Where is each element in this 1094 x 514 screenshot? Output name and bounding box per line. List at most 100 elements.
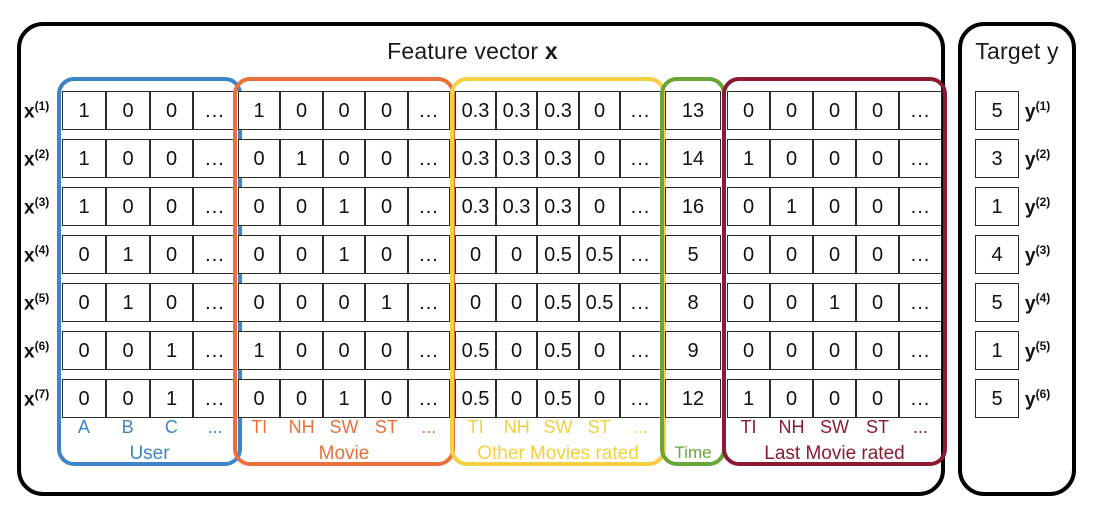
cell-user-r3-c1: 1 bbox=[62, 187, 106, 226]
target-title: Target y bbox=[975, 38, 1059, 64]
cell-other-movies-rated-r6-c4: 0 bbox=[579, 331, 620, 370]
feature-vector-symbol: x bbox=[544, 38, 558, 64]
cell-other-movies-rated-r3-c1: 0.3 bbox=[455, 187, 496, 226]
cell-movie-r1-c5: ... bbox=[408, 91, 450, 130]
cell-last-movie-rated-r1-c2: 0 bbox=[770, 91, 813, 130]
cell-user-r2-c2: 0 bbox=[106, 139, 150, 178]
cell-other-movies-rated-r1-c4: 0 bbox=[579, 91, 620, 130]
subhead-last-movie-rated-3: SW bbox=[820, 417, 849, 437]
target-label-superscript: (5) bbox=[1035, 338, 1051, 353]
cell-other-movies-rated-r7-c3: 0.5 bbox=[537, 379, 579, 418]
cell-movie-r2-c1: 0 bbox=[238, 139, 280, 178]
cell-user-r3-c2: 0 bbox=[106, 187, 150, 226]
cell-last-movie-rated-r7-c3: 0 bbox=[813, 379, 856, 418]
cell-movie-r3-c4: 0 bbox=[365, 187, 408, 226]
cell-other-movies-rated-r4-c1: 0 bbox=[455, 235, 496, 274]
row-label-superscript: (3) bbox=[34, 194, 50, 209]
target-label-3: y(2) bbox=[1025, 195, 1050, 219]
cell-movie-r3-c2: 0 bbox=[280, 187, 323, 226]
subhead-other-movies-rated-2: NH bbox=[503, 417, 530, 437]
cell-movie-r5-c2: 0 bbox=[280, 283, 323, 322]
cell-user-r2-c4: ... bbox=[193, 139, 237, 178]
target-label-base: y bbox=[1025, 388, 1036, 410]
target-label-base: y bbox=[1025, 100, 1036, 122]
subhead-last-movie-rated-2: NH bbox=[778, 417, 805, 437]
cell-time-r7-c1: 12 bbox=[665, 379, 721, 418]
row-label-base: x bbox=[24, 292, 35, 314]
cell-time-r1-c1: 13 bbox=[665, 91, 721, 130]
row-label-6: x(6) bbox=[24, 339, 64, 363]
group-name-movie: Movie bbox=[318, 443, 370, 464]
cell-movie-r1-c3: 0 bbox=[323, 91, 365, 130]
cell-last-movie-rated-r6-c1: 0 bbox=[727, 331, 770, 370]
cell-time-r3-c1: 16 bbox=[665, 187, 721, 226]
cell-user-r1-c1: 1 bbox=[62, 91, 106, 130]
cell-other-movies-rated-r5-c4: 0.5 bbox=[579, 283, 620, 322]
subhead-movie-1: TI bbox=[251, 417, 268, 437]
cell-user-r7-c4: ... bbox=[193, 379, 237, 418]
cell-user-r5-c4: ... bbox=[193, 283, 237, 322]
row-label-superscript: (6) bbox=[34, 338, 50, 353]
cell-user-r5-c1: 0 bbox=[62, 283, 106, 322]
feature-vector-title: Feature vector x bbox=[0, 38, 945, 65]
cell-other-movies-rated-r1-c3: 0.3 bbox=[537, 91, 579, 130]
row-label-superscript: (4) bbox=[34, 242, 50, 257]
target-label-superscript: (3) bbox=[1035, 242, 1051, 257]
cell-last-movie-rated-r7-c5: ... bbox=[899, 379, 942, 418]
row-label-base: x bbox=[24, 340, 35, 362]
cell-movie-r6-c5: ... bbox=[408, 331, 450, 370]
cell-user-r4-c4: ... bbox=[193, 235, 237, 274]
cell-other-movies-rated-r2-c2: 0.3 bbox=[496, 139, 537, 178]
subhead-other-movies-rated-5: ... bbox=[632, 417, 648, 437]
cell-user-r4-c3: 0 bbox=[150, 235, 193, 274]
group-name-user: User bbox=[129, 443, 170, 464]
cell-time-r4-c1: 5 bbox=[665, 235, 721, 274]
row-label-superscript: (1) bbox=[34, 98, 50, 113]
cell-last-movie-rated-r4-c3: 0 bbox=[813, 235, 856, 274]
cell-last-movie-rated-r3-c2: 1 bbox=[770, 187, 813, 226]
target-label-7: y(6) bbox=[1025, 387, 1050, 411]
cell-movie-r5-c3: 0 bbox=[323, 283, 365, 322]
row-label-superscript: (7) bbox=[34, 386, 50, 401]
target-label-superscript: (4) bbox=[1035, 290, 1051, 305]
cell-other-movies-rated-r7-c2: 0 bbox=[496, 379, 537, 418]
cell-last-movie-rated-r5-c3: 1 bbox=[813, 283, 856, 322]
target-cell-3: 1 bbox=[975, 187, 1019, 226]
cell-other-movies-rated-r6-c5: ... bbox=[620, 331, 661, 370]
cell-other-movies-rated-r5-c2: 0 bbox=[496, 283, 537, 322]
group-name-last-movie-rated: Last Movie rated bbox=[764, 443, 905, 464]
cell-movie-r3-c3: 1 bbox=[323, 187, 365, 226]
target-label-base: y bbox=[1025, 196, 1036, 218]
cell-other-movies-rated-r7-c5: ... bbox=[620, 379, 661, 418]
subhead-movie-2: NH bbox=[288, 417, 315, 437]
cell-last-movie-rated-r4-c2: 0 bbox=[770, 235, 813, 274]
subhead-other-movies-rated-1: TI bbox=[467, 417, 484, 437]
cell-time-r2-c1: 14 bbox=[665, 139, 721, 178]
cell-last-movie-rated-r5-c5: ... bbox=[899, 283, 942, 322]
cell-movie-r4-c5: ... bbox=[408, 235, 450, 274]
row-label-3: x(3) bbox=[24, 195, 64, 219]
cell-user-r6-c2: 0 bbox=[106, 331, 150, 370]
target-label-base: y bbox=[1025, 292, 1036, 314]
target-label-base: y bbox=[1025, 340, 1036, 362]
row-label-base: x bbox=[24, 244, 35, 266]
cell-movie-r2-c5: ... bbox=[408, 139, 450, 178]
row-label-base: x bbox=[24, 148, 35, 170]
cell-user-r5-c2: 1 bbox=[106, 283, 150, 322]
target-label-superscript: (2) bbox=[1035, 146, 1051, 161]
row-label-superscript: (5) bbox=[34, 290, 50, 305]
cell-other-movies-rated-r2-c1: 0.3 bbox=[455, 139, 496, 178]
cell-last-movie-rated-r7-c1: 1 bbox=[727, 379, 770, 418]
cell-user-r3-c3: 0 bbox=[150, 187, 193, 226]
cell-last-movie-rated-r2-c1: 1 bbox=[727, 139, 770, 178]
cell-last-movie-rated-r5-c4: 0 bbox=[856, 283, 899, 322]
cell-movie-r6-c3: 0 bbox=[323, 331, 365, 370]
subhead-movie-5: ... bbox=[421, 417, 437, 437]
target-cell-7: 5 bbox=[975, 379, 1019, 418]
row-label-base: x bbox=[24, 100, 35, 122]
cell-last-movie-rated-r2-c2: 0 bbox=[770, 139, 813, 178]
